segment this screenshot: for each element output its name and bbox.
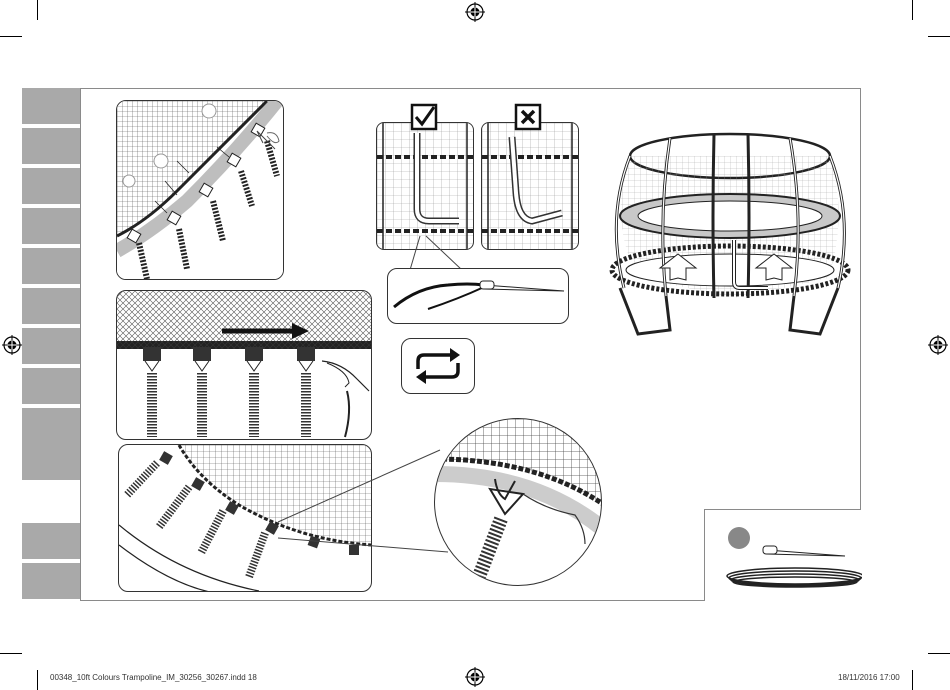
section-tab	[22, 523, 80, 561]
section-tab	[22, 248, 80, 286]
check-box-icon	[410, 103, 438, 131]
detail-connector-lines	[400, 232, 470, 272]
section-tab	[22, 408, 80, 446]
tools-included-box	[704, 509, 861, 601]
panel-incorrect-insertion	[481, 122, 579, 250]
crop-mark-top-left-v	[37, 0, 38, 20]
repeat-icon	[402, 339, 474, 393]
section-tab	[22, 444, 80, 482]
section-tab	[22, 368, 80, 406]
panel-pull-tool-rod	[387, 268, 569, 324]
crop-mark-bottom-right-h	[928, 653, 950, 654]
section-tab	[22, 88, 80, 126]
zoom-callout-lines	[270, 440, 460, 560]
footer-filename: 00348_10ft Colours Trampoline_IM_30256_3…	[50, 673, 257, 682]
repeat-step-box	[401, 338, 475, 394]
trampoline-overview-illustration	[598, 108, 856, 340]
section-tab	[22, 128, 80, 166]
crop-mark-top-right-h	[928, 36, 950, 37]
panel-spring-hooks-closeup	[116, 100, 284, 280]
zoom-detail-circle	[434, 418, 602, 586]
section-tab	[22, 563, 80, 601]
crop-mark-bottom-right-v	[912, 670, 913, 690]
crop-mark-bottom-left-v	[37, 670, 38, 690]
registration-mark-icon	[928, 335, 948, 355]
panel-net-tension-arrow	[116, 290, 372, 440]
panel-correct-insertion	[376, 122, 474, 250]
crop-mark-top-right-v	[912, 0, 913, 20]
tool-marker-dot	[728, 527, 750, 549]
crop-mark-bottom-left-h	[0, 653, 22, 654]
registration-mark-icon	[465, 2, 485, 22]
section-tab	[22, 168, 80, 206]
section-tab	[22, 288, 80, 326]
crop-mark-top-left-h	[0, 36, 22, 37]
registration-mark-icon	[465, 667, 485, 687]
cross-box-icon	[514, 103, 542, 131]
section-tab	[22, 208, 80, 246]
section-tabs	[22, 88, 80, 601]
footer-datetime: 18/11/2016 17:00	[838, 673, 900, 682]
section-tab	[22, 328, 80, 366]
registration-mark-icon	[2, 335, 22, 355]
